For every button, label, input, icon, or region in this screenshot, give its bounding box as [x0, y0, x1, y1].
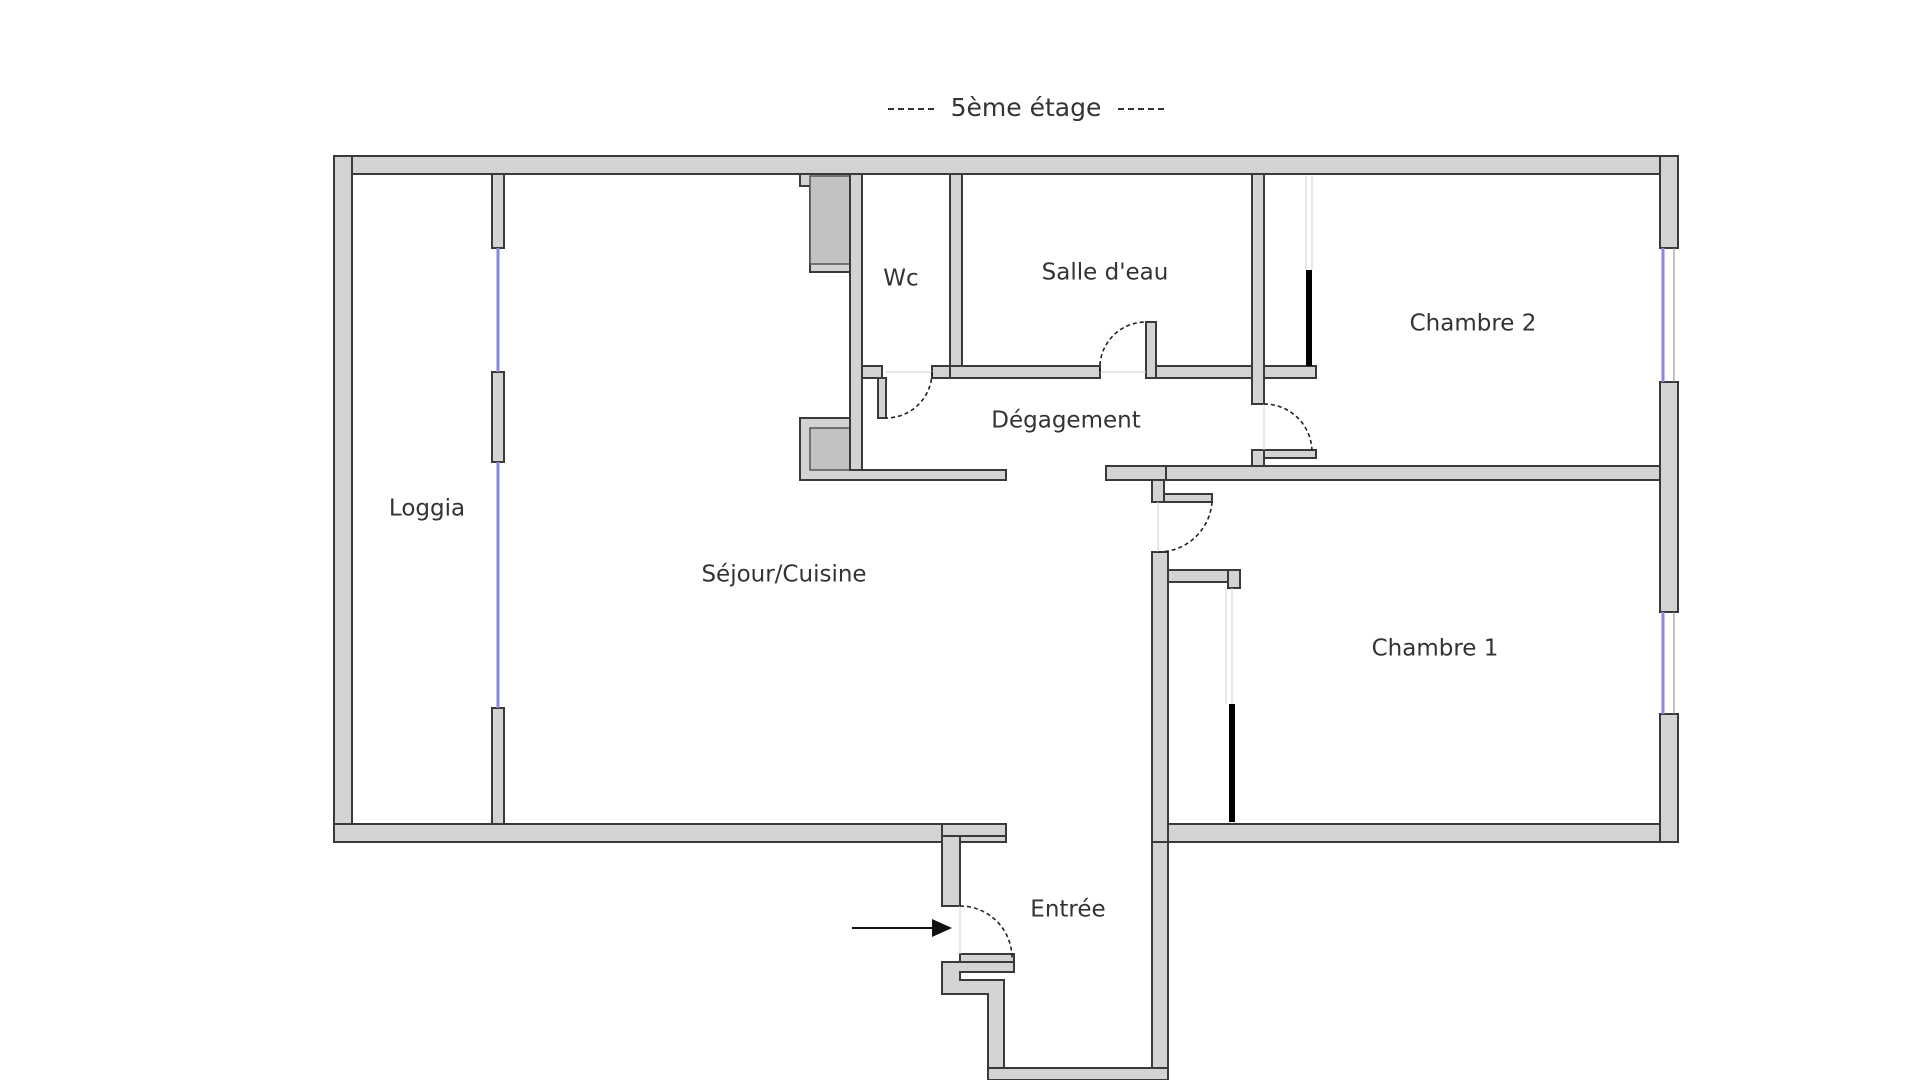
room-label-chambre1: Chambre 1 — [1372, 636, 1499, 662]
duct-lower — [809, 427, 851, 471]
wc-door-swing — [885, 371, 933, 419]
wall-right-mid — [1659, 381, 1679, 613]
sde-bottom-left — [949, 365, 1101, 379]
loggia-wall-top — [491, 173, 505, 249]
wall-left — [333, 155, 353, 843]
ch1-door-jamb-top — [1151, 479, 1165, 503]
entree-bottom-wall — [987, 1067, 1169, 1080]
ch2-bottom-wall — [1105, 465, 1661, 481]
corridor-right-stub — [1105, 465, 1167, 481]
room-label-salle-eau: Salle d'eau — [1042, 260, 1169, 286]
wc-left-wall — [849, 173, 863, 471]
ch2-door-swing — [1263, 403, 1313, 453]
ch2-closet-wall — [1263, 365, 1317, 379]
wall-bottom-left — [333, 823, 1007, 843]
wall-right-lower — [1659, 713, 1679, 843]
door-swings — [885, 321, 1313, 959]
entree-left-lower — [941, 961, 1015, 1080]
ch1-door-stop — [1163, 493, 1213, 503]
salle-eau-walls — [949, 173, 1265, 405]
wall-bottom-right — [1151, 823, 1679, 843]
entree-right-wall — [1151, 841, 1169, 1080]
wall-top — [333, 155, 1679, 175]
room-label-sejour: Séjour/Cuisine — [701, 562, 866, 588]
sde-door-swing — [1099, 321, 1147, 373]
wall-right-upper — [1659, 155, 1679, 249]
ch2-door-stop — [1263, 449, 1317, 459]
chambre2-walls — [1105, 176, 1661, 481]
entree-walls — [941, 823, 1169, 1080]
room-label-wc: Wc — [883, 266, 918, 292]
sde-left-wall — [949, 173, 963, 367]
room-label-loggia: Loggia — [389, 496, 465, 522]
loggia-wall-bottom — [491, 707, 505, 825]
wc-door-jamb — [877, 377, 887, 419]
wc-bottom-wall — [861, 365, 883, 379]
ch1-closet-wall — [1227, 569, 1241, 589]
sde-right-wall — [1251, 173, 1265, 405]
floor-label: 5ème étage — [951, 93, 1102, 122]
chambre1-walls — [1105, 465, 1241, 843]
loggia-partition — [491, 173, 505, 825]
ch1-door-swing — [1157, 501, 1213, 553]
ch1-left-wall — [1151, 551, 1169, 843]
room-label-entree: Entrée — [1030, 897, 1105, 923]
entry-arrow-head — [932, 919, 952, 937]
right-windows — [1661, 248, 1675, 714]
loggia-wall-mid — [491, 371, 505, 463]
entree-door-swing — [959, 905, 1013, 959]
outer-walls — [333, 155, 1679, 843]
duct-upper — [809, 175, 851, 265]
service-core — [799, 173, 1007, 481]
entry-arrow-icon — [852, 919, 952, 937]
room-label-chambre2: Chambre 2 — [1410, 311, 1537, 337]
sde-bottom-right — [1153, 365, 1259, 379]
sde-door-jamb — [1145, 321, 1157, 379]
entree-door-stop — [959, 953, 1015, 963]
room-label-degagement: Dégagement — [991, 408, 1140, 434]
entree-top-stub — [941, 823, 1007, 837]
